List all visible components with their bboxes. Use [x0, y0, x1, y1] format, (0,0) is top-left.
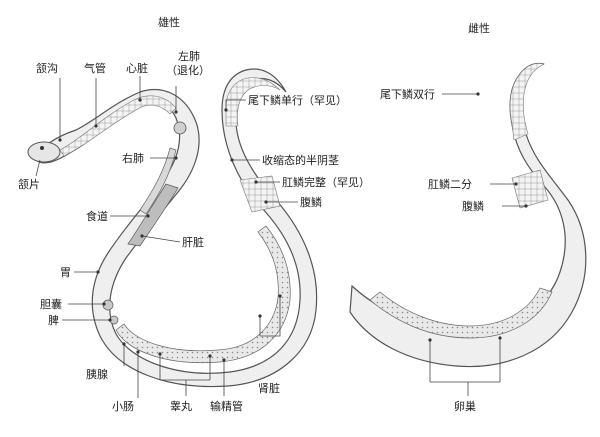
label-shidao: 食道: [86, 209, 108, 223]
male-tail-scales: [225, 77, 281, 127]
male-snake-figure: [27, 68, 318, 388]
label-shousuo: 收缩态的半阴茎: [262, 153, 339, 167]
label-shujingguan: 输精管: [210, 399, 243, 413]
label-luanchao: 卵巢: [454, 400, 476, 413]
label-gaowan: 睾丸: [170, 399, 192, 413]
male-right-lung: [139, 147, 177, 215]
label-xiaochang: 小肠: [112, 400, 134, 413]
label-shenzang: 肾脏: [258, 382, 280, 395]
male-heart: [173, 121, 187, 135]
label-hanpian: 颔片: [18, 177, 40, 191]
label-weixia-shuang: 尾下鳞双行: [380, 87, 435, 101]
label-fulin-m: 腹鳞: [300, 195, 322, 209]
male-leader-lines: [35, 76, 298, 398]
label-tuihua: （退化）: [166, 63, 210, 77]
label-ganlin-ef: 肛鳞二分: [428, 177, 472, 191]
label-weixia-dan: 尾下鳞单行（罕见）: [248, 93, 347, 107]
male-intestine: [115, 225, 291, 364]
female-leader-lines: [429, 93, 526, 396]
label-zuofei: 左肺: [178, 50, 200, 63]
female-snake-figure: [349, 62, 587, 368]
male-cloaca-band: [239, 175, 281, 213]
label-dannang: 胆囊: [40, 297, 62, 311]
male-liver: [127, 183, 179, 247]
male-eye: [40, 146, 44, 150]
label-qiguan: 气管: [84, 61, 106, 75]
label-pi: 脾: [48, 313, 59, 327]
female-tail-scales: [509, 63, 545, 141]
label-wei: 胃: [60, 266, 71, 279]
label-xinzang: 心脏: [126, 62, 148, 75]
label-fulin-f: 腹鳞: [462, 199, 484, 213]
label-youfei: 右肺: [122, 151, 144, 165]
male-title: 雄性: [158, 15, 180, 29]
label-ganzang: 肝脏: [182, 236, 204, 249]
label-yixian: 胰腺: [86, 367, 108, 381]
label-ganlin-wz: 肛鳞完整（罕见）: [282, 175, 370, 189]
label-hanhou: 颔沟: [36, 61, 58, 75]
female-ovary-region: [369, 287, 553, 339]
male-head: [27, 141, 61, 163]
male-leader-dots: [58, 98, 282, 362]
male-neck-scales: [59, 95, 177, 157]
female-title: 雌性: [468, 21, 490, 35]
female-leader-dots: [428, 92, 528, 342]
female-cloaca-band: [511, 169, 549, 209]
male-body-outline: [35, 68, 318, 388]
female-body-outline: [349, 62, 587, 368]
